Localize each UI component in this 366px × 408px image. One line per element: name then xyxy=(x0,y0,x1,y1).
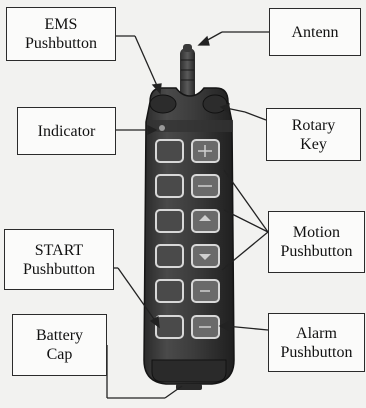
indicator-light xyxy=(159,125,165,131)
label-alarm-pushbutton: Alarm Pushbutton xyxy=(268,313,365,372)
label-antenna: Antenn xyxy=(269,8,361,56)
label-rotary-key: Rotary Key xyxy=(266,108,361,161)
pushbutton-left-3 xyxy=(156,210,183,232)
antenna-part xyxy=(180,44,195,100)
label-start-pushbutton: START Pushbutton xyxy=(4,229,114,290)
pushbutton-left-6 xyxy=(156,316,183,338)
remote-body xyxy=(144,88,234,390)
pushbutton-left-2 xyxy=(156,175,183,197)
label-indicator: Indicator xyxy=(17,107,116,155)
pushbutton-left-5 xyxy=(156,280,183,302)
pushbutton-left-1 xyxy=(156,140,183,162)
label-ems-pushbutton: EMS Pushbutton xyxy=(6,7,116,61)
pushbutton-left-4 xyxy=(156,245,183,267)
label-battery-cap: Battery Cap xyxy=(12,314,107,376)
label-motion-pushbutton: Motion Pushbutton xyxy=(268,211,365,273)
